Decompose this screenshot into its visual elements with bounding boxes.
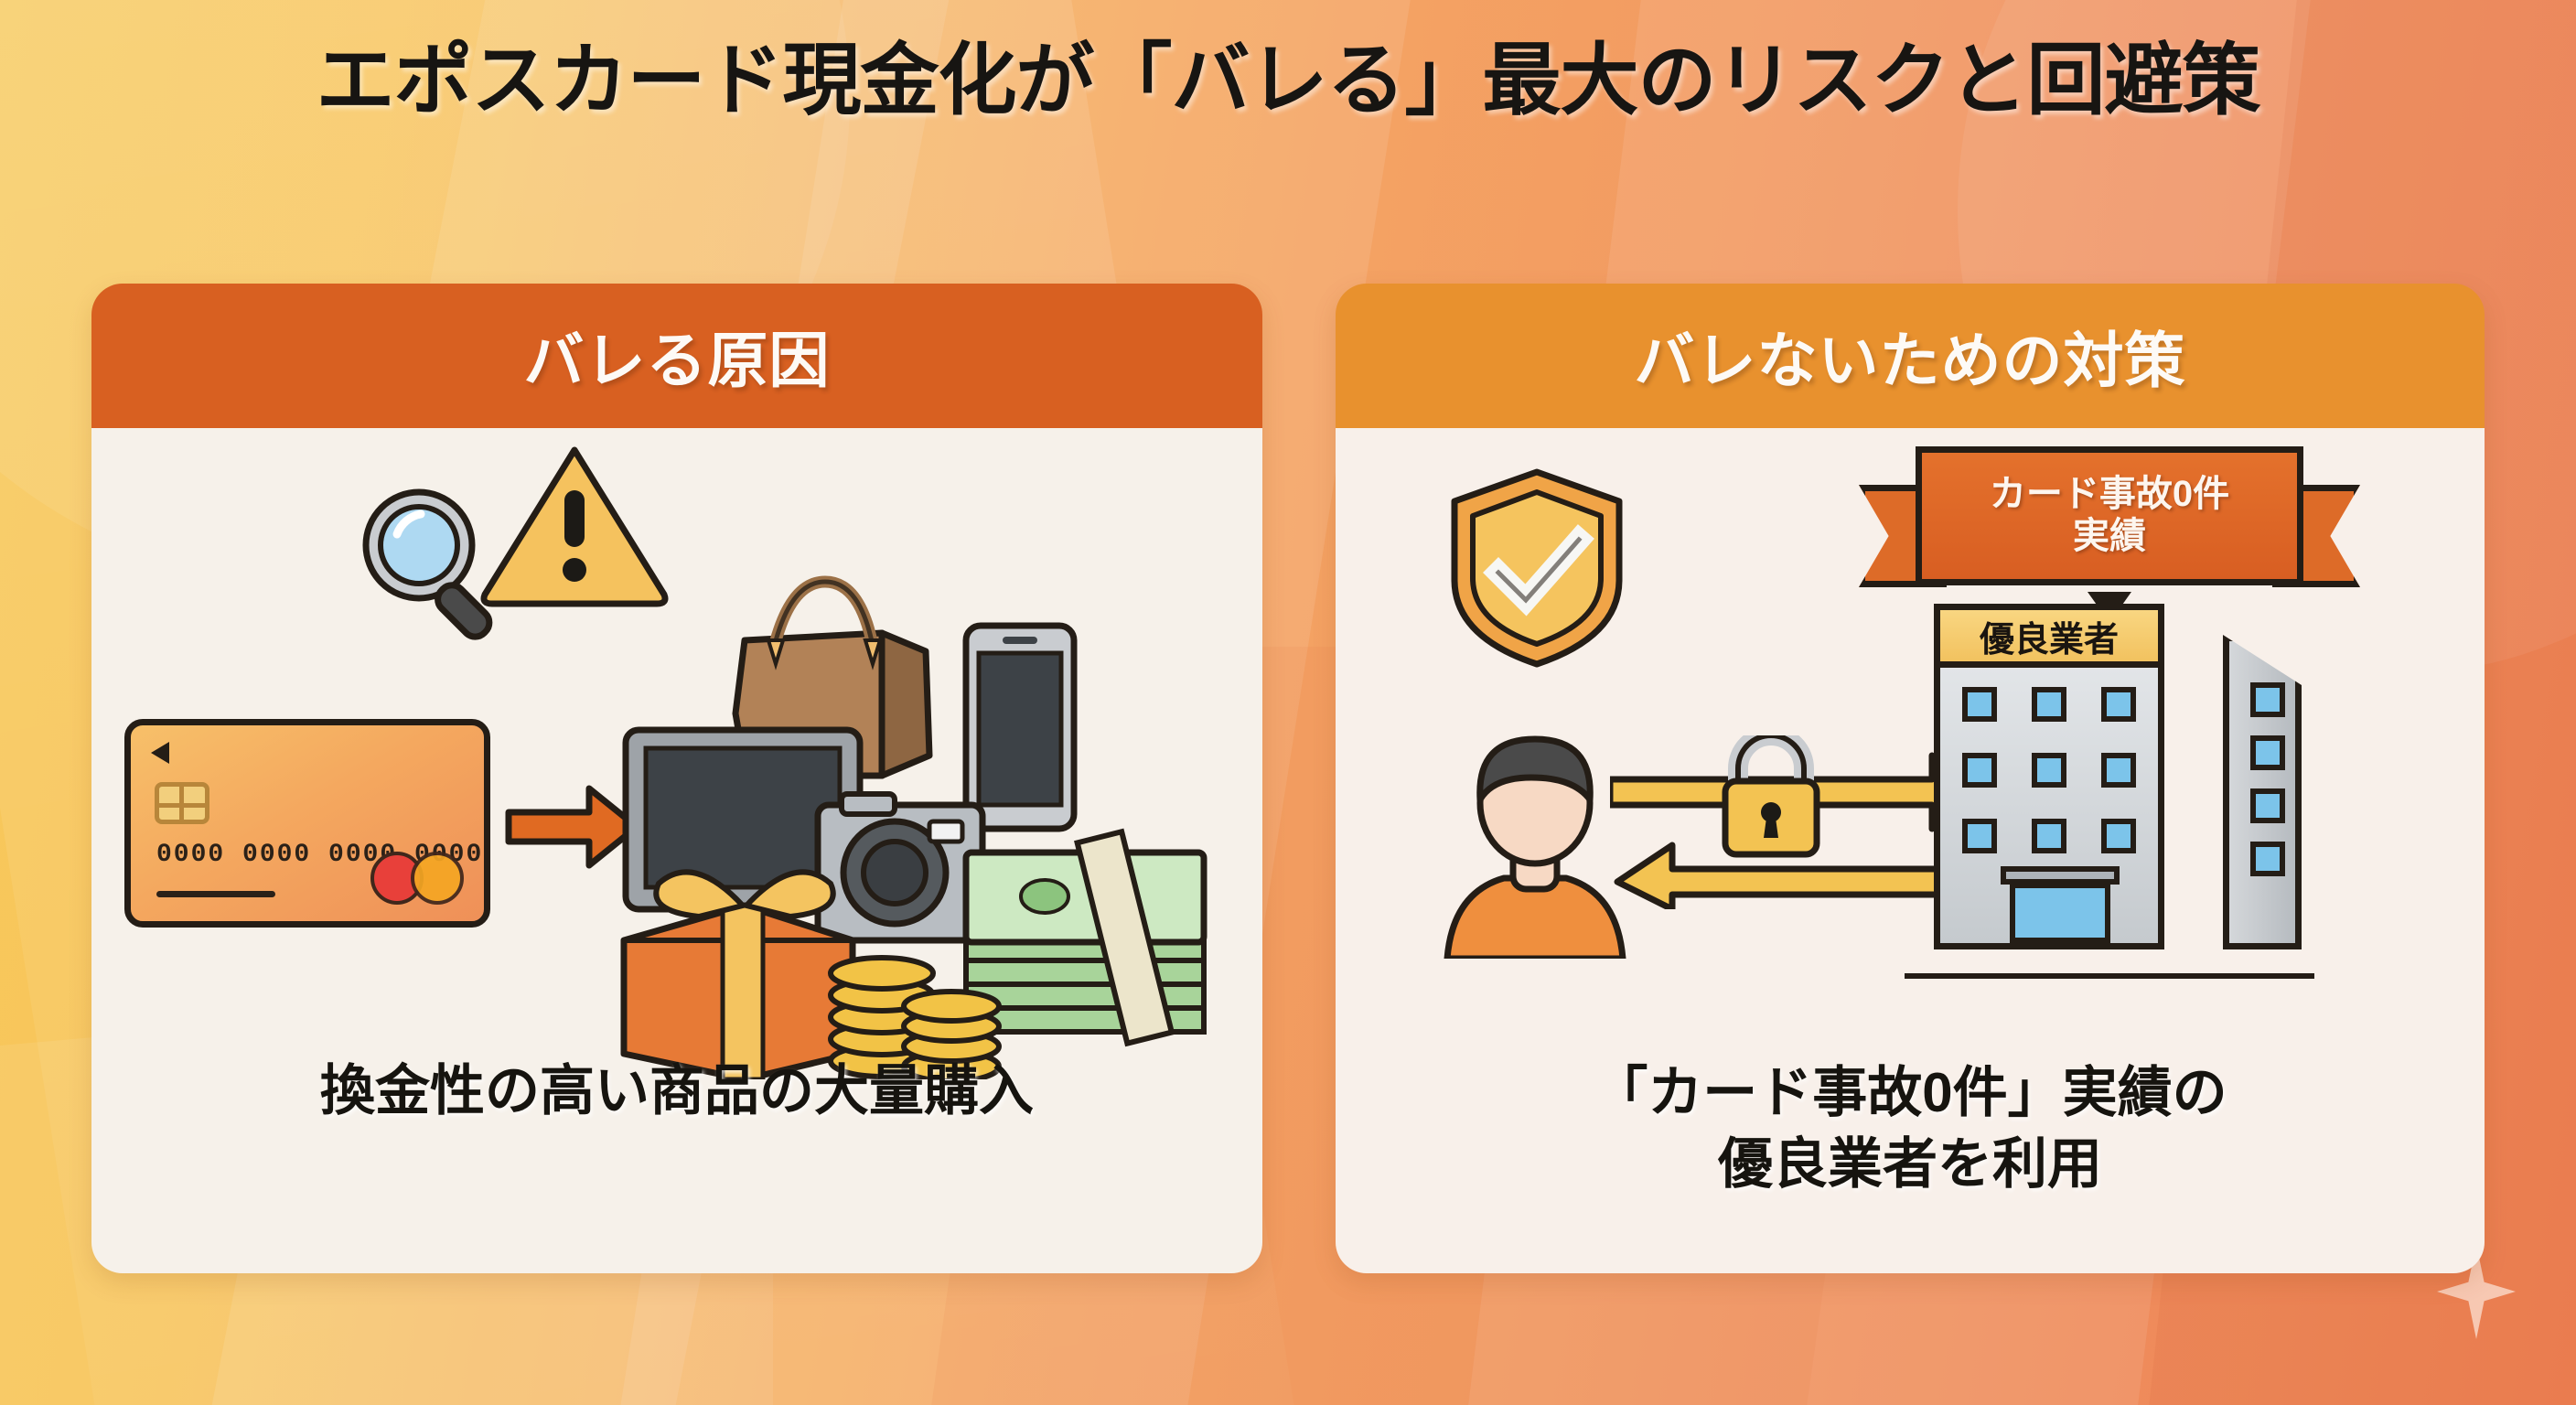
card-corner-marker-icon (151, 742, 169, 764)
building-window (2101, 687, 2136, 722)
gift-box-icon (620, 869, 856, 1079)
tv-monitor-icon (622, 726, 864, 913)
building-window (2032, 819, 2066, 853)
ribbon-banner-icon: カード事故0件 実績 (1859, 446, 2360, 623)
card-causes-header: バレる原因 (91, 284, 1262, 428)
card-causes: バレる原因 0000 0000 0000 0000 (91, 284, 1262, 1273)
building-window (1962, 687, 1997, 722)
magnifier-icon (362, 488, 493, 640)
building-entrance-door (2010, 883, 2110, 943)
building-sign: 優良業者 (1934, 604, 2164, 668)
arrow-right-icon (505, 785, 640, 869)
building-window (2101, 819, 2136, 853)
padlock-icon (1722, 735, 1820, 858)
card-causes-caption: 換金性の高い商品の大量購入 (320, 1060, 1034, 1121)
card-causes-body: 0000 0000 0000 0000 (91, 428, 1262, 1273)
building-window (2032, 687, 2066, 722)
person-avatar-icon (1444, 735, 1626, 959)
shield-check-icon (1451, 468, 1623, 668)
goods-cluster-icon (620, 575, 1208, 1079)
card-stripe (156, 891, 275, 897)
building-window (2250, 682, 2285, 717)
building-window (2250, 788, 2285, 823)
building-front-wall (1934, 660, 2164, 949)
card-countermeasures: バレないための対策 (1336, 284, 2485, 1273)
building-window (2250, 735, 2285, 770)
office-building-icon: 優良業者 (1905, 595, 2314, 979)
card-countermeasures-caption: 「カード事故0件」実績の 優良業者を利用 (1336, 1057, 2485, 1200)
caption-line-1: 「カード事故0件」実績の (1593, 1062, 2227, 1123)
gold-coins-icon (828, 955, 1002, 1079)
camera-icon (814, 791, 986, 944)
building-window (2032, 753, 2066, 788)
warning-triangle-icon (480, 446, 669, 607)
building-window (2250, 842, 2285, 876)
ribbon-line-2: 実績 (2073, 516, 2146, 556)
building-ground-line (1905, 973, 2314, 979)
page-title: エポスカード現金化が「バレる」最大のリスクと回避策 (316, 37, 2261, 124)
ribbon-line-1: カード事故0件 (1989, 474, 2230, 515)
building-window (2101, 753, 2136, 788)
credit-card-icon: 0000 0000 0000 0000 (124, 719, 490, 928)
card-countermeasures-header: バレないための対策 (1336, 284, 2485, 428)
ribbon-label: カード事故0件 実績 (1916, 446, 2303, 623)
smartphone-icon (962, 622, 1078, 832)
card-countermeasures-body: カード事故0件 実績 (1336, 428, 2485, 1273)
mastercard-icon (370, 852, 464, 905)
card-chip-icon (155, 782, 209, 824)
building-window (1962, 753, 1997, 788)
building-awning (2001, 866, 2120, 885)
caption-line-2: 優良業者を利用 (1718, 1133, 2102, 1195)
building-window (1962, 819, 1997, 853)
cash-stack-icon (962, 828, 1208, 1047)
